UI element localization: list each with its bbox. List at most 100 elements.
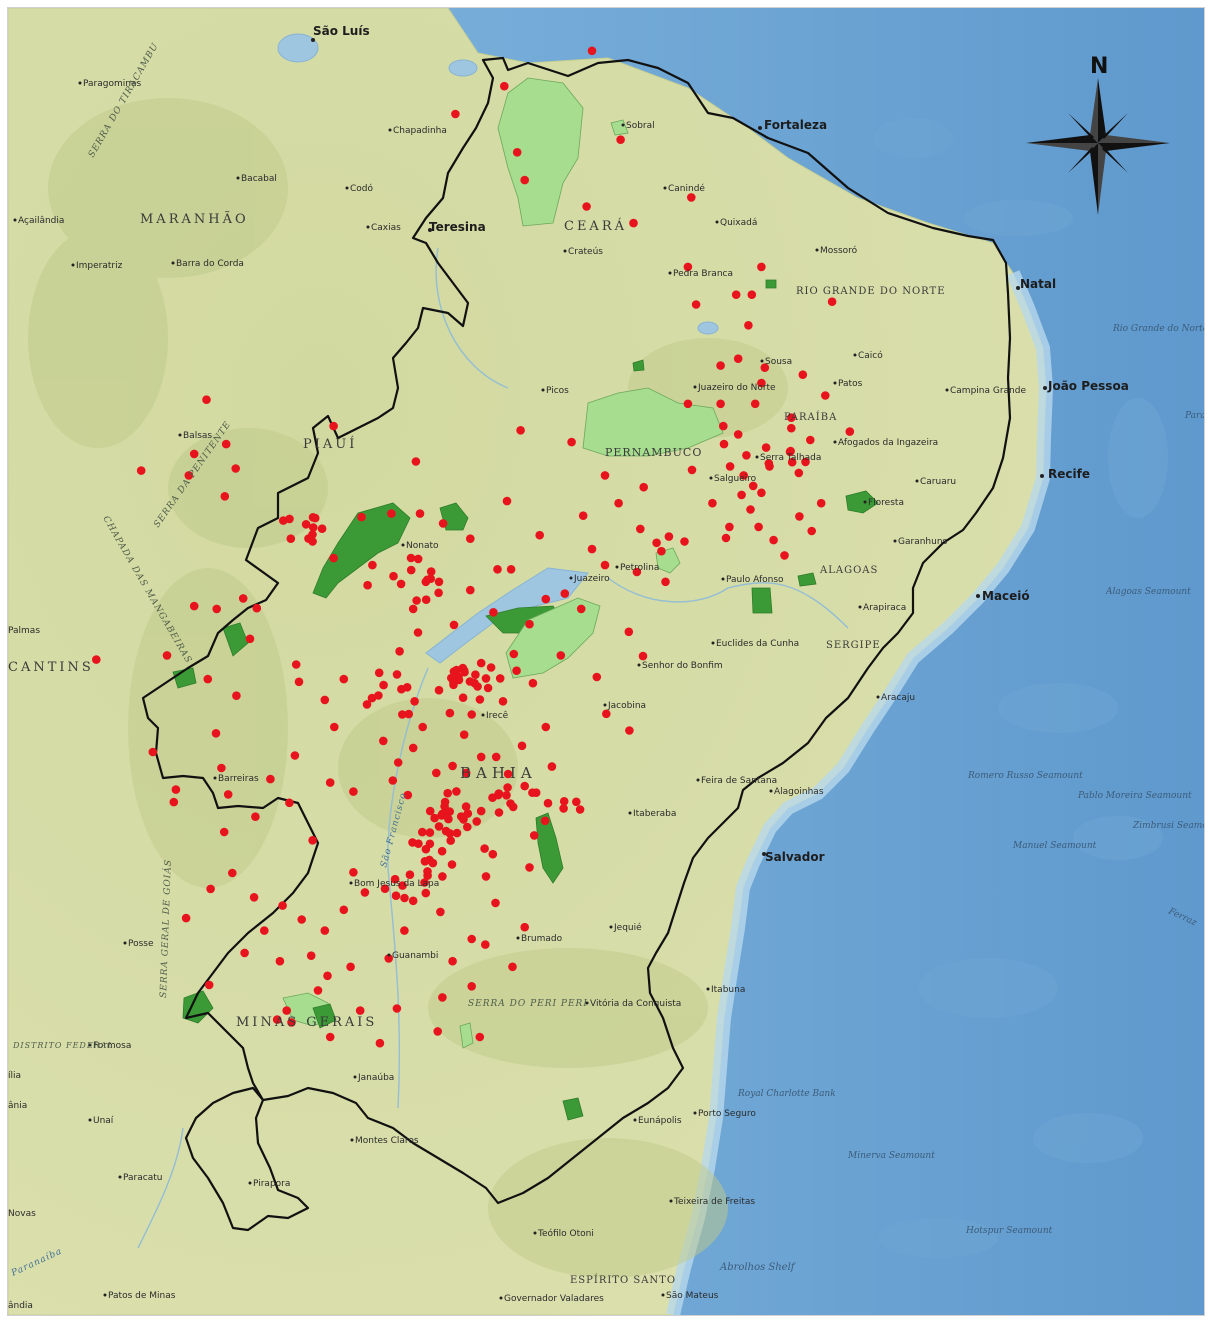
occurrence-point (415, 509, 425, 518)
city-label: Porto Seguro (698, 1109, 756, 1119)
city-label: Aracaju (881, 693, 915, 703)
city-marker: Eunápolis (633, 1116, 682, 1126)
occurrence-point (517, 741, 527, 751)
city-dot (863, 500, 867, 504)
occurrence-point (389, 571, 398, 581)
city-marker: ília (8, 1071, 21, 1081)
map-canvas[interactable]: MARANHÃO CEARÁ PIAUÍ RIO GRANDE DO NORTE… (8, 8, 1204, 1315)
svg-text:Royal Charlotte Bank: Royal Charlotte Bank (737, 1089, 836, 1099)
occurrence-point (249, 893, 259, 902)
occurrence-point (787, 423, 796, 433)
city-marker: Patos (833, 379, 863, 389)
occurrence-point (757, 488, 766, 498)
occurrence-point (232, 691, 241, 700)
occurrence-point (459, 730, 469, 739)
city-label: Codó (350, 183, 374, 194)
occurrence-point (398, 881, 407, 890)
city-marker: Canindé (663, 183, 705, 194)
occurrence-point (206, 884, 215, 894)
city-marker: Pedra Branca (668, 269, 733, 279)
city-label: Patos de Minas (108, 1291, 176, 1301)
city-dot (585, 1001, 589, 1005)
occurrence-point (320, 695, 330, 705)
city-marker: Açailândia (13, 216, 64, 226)
occurrence-point (506, 799, 515, 808)
city-label: Irecê (486, 710, 509, 721)
city-marker: Codó (345, 183, 374, 194)
city-label: Paracatu (123, 1173, 162, 1183)
state-label: ALAGOAS (819, 565, 878, 576)
occurrence-point (827, 297, 837, 307)
occurrence-point (486, 663, 496, 672)
occurrence-point (512, 666, 521, 675)
occurrence-point (272, 1015, 282, 1024)
city-dot (71, 263, 75, 267)
occurrence-point (398, 710, 407, 719)
svg-text:Zimbrusi Seamount: Zimbrusi Seamount (1132, 821, 1204, 831)
occurrence-point (252, 603, 262, 613)
city-label: Patos (838, 379, 863, 389)
occurrence-point (616, 135, 625, 144)
city-dot (706, 987, 710, 991)
occurrence-point (184, 471, 194, 480)
city-marker: Balsas (178, 431, 212, 441)
city-dot (669, 1199, 673, 1203)
city-dot (637, 663, 641, 667)
city-label: Posse (128, 939, 154, 949)
occurrence-point (739, 471, 748, 480)
city-marker: Senhor do Bonfim (637, 661, 723, 671)
city-label: ânia (8, 1101, 27, 1111)
city-marker: Vitória da Conquista (585, 998, 681, 1009)
occurrence-point (494, 808, 504, 817)
city-marker: ânia (8, 1101, 27, 1111)
occurrence-point (355, 1006, 365, 1015)
city-dot (236, 176, 240, 180)
occurrence-point (443, 788, 453, 798)
occurrence-point (420, 878, 429, 887)
occurrence-point (317, 524, 327, 533)
city-label: Montes Claros (355, 1136, 419, 1146)
occurrence-point (761, 443, 771, 452)
occurrence-point (388, 776, 398, 785)
city-marker: Bom Jesus da Lapa (349, 879, 439, 889)
major-city-labels: São Luís Fortaleza Teresina Natal João P… (311, 24, 1129, 864)
protected-area-chapada-diamantina (535, 812, 564, 884)
city-marker: Formosa (88, 1041, 131, 1051)
occurrence-point (408, 743, 418, 753)
occurrence-point (423, 575, 432, 585)
city-label: ândia (8, 1301, 33, 1311)
occurrence-point (748, 481, 758, 491)
occurrence-point (451, 109, 460, 119)
occurrence-point (757, 378, 766, 388)
occurrence-point (411, 457, 421, 466)
occurrence-point (488, 793, 497, 802)
state-label: PARAÍBA (784, 411, 837, 423)
city-marker: Paragominas (78, 79, 141, 89)
city-dot (499, 1296, 503, 1300)
city-label: Bom Jesus da Lapa (354, 879, 439, 889)
city-dot (103, 1293, 107, 1297)
city-marker: Salgueiro (709, 474, 757, 484)
map-frame: MARANHÃO CEARÁ PIAUÍ RIO GRANDE DO NORTE… (7, 7, 1205, 1316)
occurrence-point (746, 505, 755, 514)
occurrence-point (441, 826, 451, 836)
occurrence-point (413, 628, 423, 637)
occurrence-point (458, 663, 468, 673)
occurrence-point (821, 391, 830, 400)
occurrence-point (339, 674, 349, 684)
city-marker: Euclides da Cunha (711, 639, 799, 649)
city-dot (13, 218, 17, 222)
occurrence-point (405, 870, 415, 879)
occurrence-point (540, 816, 550, 826)
city-dot (387, 953, 391, 957)
occurrence-point (769, 535, 778, 545)
relief-label: DISTRITO FEDERAL (12, 1041, 114, 1050)
city-marker: Brumado (516, 934, 563, 944)
occurrence-point (308, 836, 317, 845)
city-label: Açailândia (18, 216, 64, 226)
city-dot (123, 941, 127, 945)
occurrence-point (458, 693, 468, 702)
svg-text:Pablo Moreira Seamount: Pablo Moreira Seamount (1077, 791, 1192, 801)
occurrence-point (456, 812, 466, 821)
city-label: Chapadinha (393, 126, 447, 136)
